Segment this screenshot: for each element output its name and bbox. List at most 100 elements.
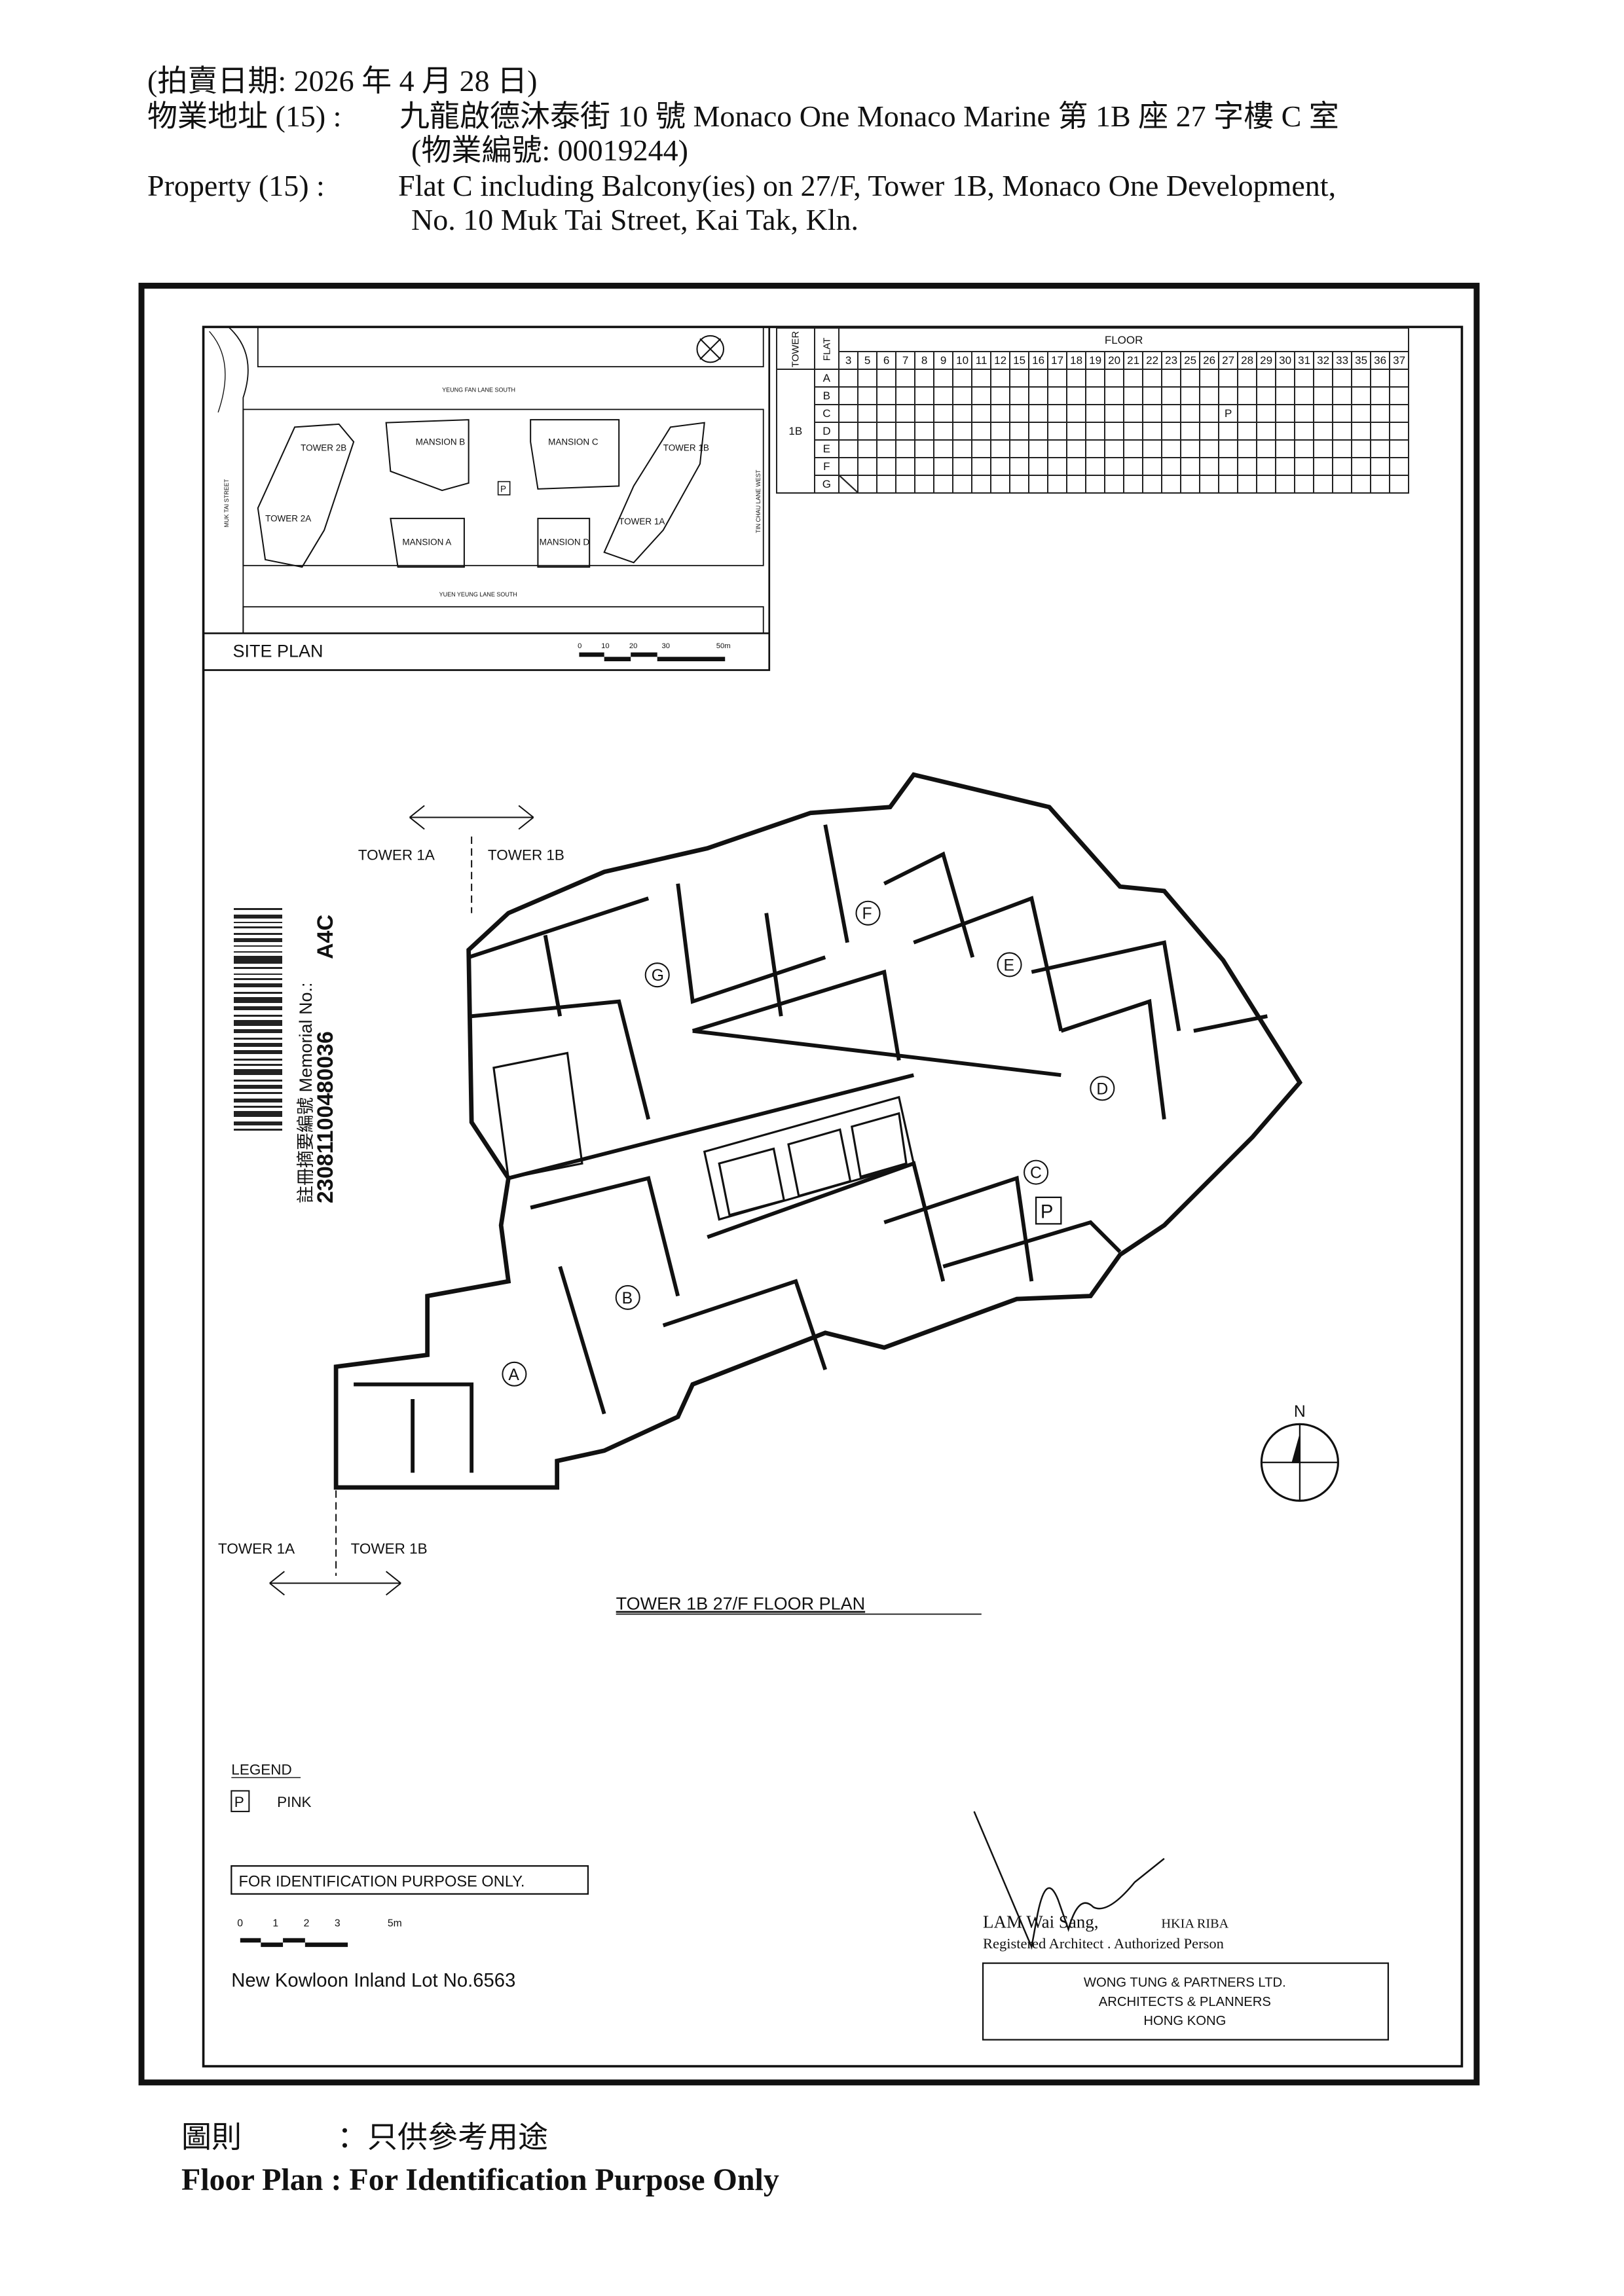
flat-label: G [652, 967, 664, 985]
flat-value: B [813, 386, 840, 405]
architect-name: LAM Wai Sang, [983, 1912, 1099, 1932]
table-cell [895, 457, 916, 476]
table-cell [990, 422, 1011, 441]
lot-number: New Kowloon Inland Lot No.6563 [231, 1971, 515, 1992]
table-cell [1351, 386, 1372, 405]
table-cell [1351, 457, 1372, 476]
barcode-bar [234, 926, 282, 928]
floor-number: 26 [1199, 351, 1220, 370]
floor-number: 9 [933, 351, 954, 370]
barcode-bar [234, 908, 282, 910]
table-cell [1199, 457, 1220, 476]
table-cell [1085, 386, 1106, 405]
table-cell [1275, 422, 1296, 441]
table-cell [971, 422, 992, 441]
flat-label: A [508, 1366, 519, 1384]
floor-number: 5 [857, 351, 878, 370]
table-cell [952, 475, 973, 494]
table-cell [1370, 439, 1391, 458]
floor-number: 31 [1294, 351, 1315, 370]
table-cell [1275, 386, 1296, 405]
table-cell [1294, 475, 1315, 494]
floor-number: 28 [1237, 351, 1258, 370]
table-cell [838, 475, 859, 494]
table-cell [933, 369, 954, 388]
table-cell [1294, 422, 1315, 441]
barcode-bar [234, 967, 282, 969]
table-cell [1142, 369, 1163, 388]
table-cell [1332, 439, 1353, 458]
table-cell [1313, 386, 1334, 405]
table-cell [895, 422, 916, 441]
table-cell [1180, 475, 1201, 494]
table-cell [952, 404, 973, 423]
table-cell [1275, 369, 1296, 388]
table-cell [1256, 386, 1277, 405]
table-cell [1313, 369, 1334, 388]
table-cell [838, 404, 859, 423]
table-cell [876, 422, 897, 441]
flat-value: G [813, 475, 840, 494]
road-east-label: TIN CHAU LANE WEST [755, 469, 762, 533]
barcode-bar [234, 1092, 282, 1094]
table-cell [1180, 422, 1201, 441]
table-cell [1199, 386, 1220, 405]
flat-label: E [1004, 957, 1015, 974]
table-cell [876, 386, 897, 405]
table-cell [1123, 475, 1144, 494]
barcode-bar [234, 983, 282, 987]
table-cell [1389, 404, 1410, 423]
table-cell [1237, 422, 1258, 441]
barcode-bar [234, 1006, 282, 1010]
table-cell [1085, 439, 1106, 458]
tower-header: TOWER [776, 327, 815, 370]
table-cell [952, 457, 973, 476]
table-cell [1351, 369, 1372, 388]
auction-date: (拍賣日期: 2026 年 4 月 28 日) [147, 64, 538, 98]
floor-number: 10 [952, 351, 973, 370]
tower-2-outline [257, 423, 355, 568]
table-cell [1180, 457, 1201, 476]
outer-frame [138, 282, 1480, 2086]
table-cell [1009, 386, 1030, 405]
table-cell [971, 439, 992, 458]
barcode-bar [234, 1069, 282, 1075]
table-cell [1351, 439, 1372, 458]
table-cell [914, 475, 935, 494]
barcode-bar [234, 1085, 282, 1089]
barcode-bar [234, 1111, 282, 1117]
svg-text:3: 3 [335, 1918, 341, 1929]
table-cell [1218, 439, 1239, 458]
barcode-bar [234, 1080, 282, 1082]
table-cell [1351, 422, 1372, 441]
table-cell [1389, 439, 1410, 458]
table-cell [1009, 475, 1030, 494]
barcode-bar [234, 1015, 282, 1017]
floor-number: 7 [895, 351, 916, 370]
table-cell [1332, 404, 1353, 423]
svg-text:0: 0 [237, 1918, 243, 1929]
table-cell [1370, 369, 1391, 388]
floor-number: 18 [1066, 351, 1087, 370]
building-label: MANSION D [540, 537, 590, 547]
table-cell [1313, 475, 1334, 494]
table-cell [1199, 404, 1220, 423]
floor-number: 8 [914, 351, 935, 370]
table-cell [1256, 475, 1277, 494]
address-en-line-2: No. 10 Muk Tai Street, Kai Tak, Kln. [411, 203, 859, 236]
table-cell [1028, 386, 1049, 405]
barcode-bar [234, 974, 282, 975]
table-cell [1009, 404, 1030, 423]
site-scale-bar: 0 10 20 30 50m [578, 642, 731, 662]
table-cell [933, 475, 954, 494]
floor-number: 32 [1313, 351, 1334, 370]
firm-box [982, 1962, 1390, 2041]
table-cell [895, 439, 916, 458]
table-cell [990, 369, 1011, 388]
table-cell [1313, 404, 1334, 423]
barcode-bar [234, 922, 282, 923]
table-cell [1218, 386, 1239, 405]
table-cell [1123, 386, 1144, 405]
building-label: TOWER 2A [265, 513, 311, 523]
architect-qualifications: HKIA RIBA [1161, 1917, 1228, 1931]
